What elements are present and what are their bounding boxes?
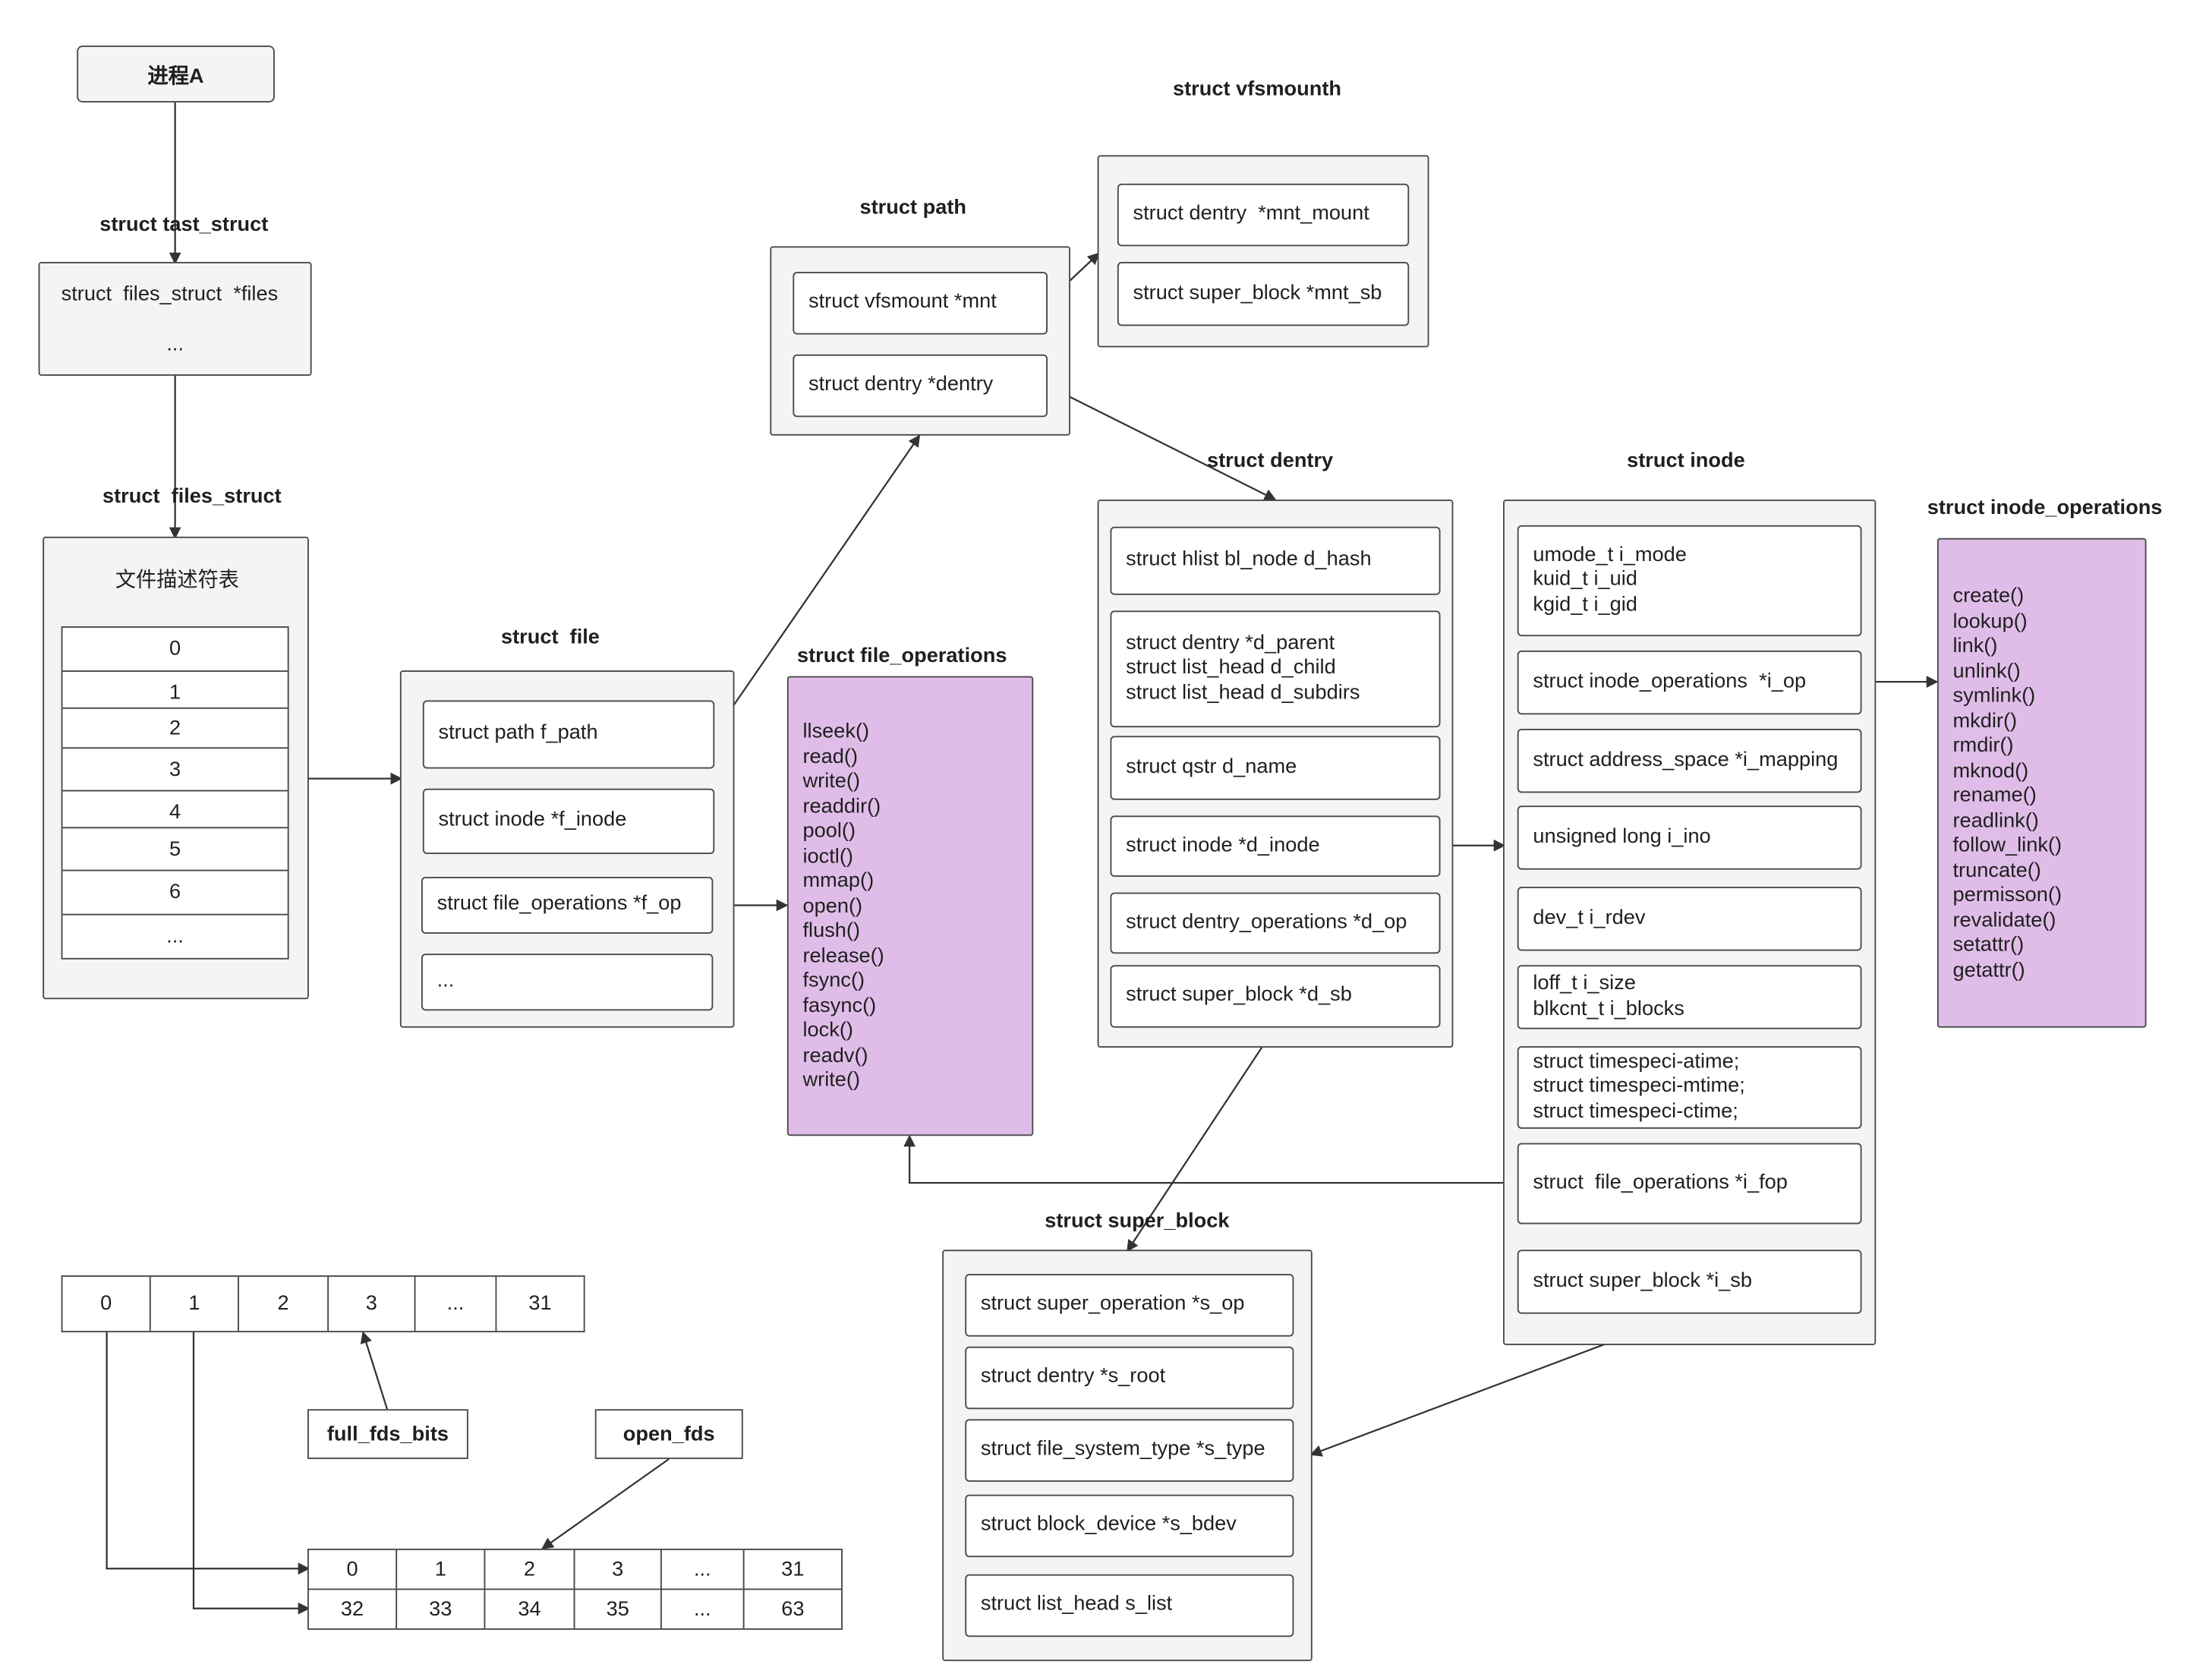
inode-field-size-blocks: loff_t i_size blkcnt_t i_blocks xyxy=(1517,965,1862,1029)
super-block-field-s-list: struct list_head s_list xyxy=(965,1574,1294,1637)
arrow-ifop-to-file-operations xyxy=(903,1134,1517,1184)
bitmap-top-cell: 2 xyxy=(238,1275,329,1332)
arrow-bit0-to-row0 xyxy=(106,1332,310,1575)
bitmap-bottom-cell: 32 xyxy=(307,1588,398,1630)
super-block-field-s-root: struct dentry *s_root xyxy=(965,1346,1294,1410)
fd-row: ... xyxy=(61,913,289,960)
file-field-f-path: struct path f_path xyxy=(422,700,715,769)
super-block-field-s-op: struct super_operation *s_op xyxy=(965,1274,1294,1337)
inode-field-i-rdev: dev_t i_rdev xyxy=(1517,887,1862,951)
path-title: struct path xyxy=(859,196,966,219)
process-a-label: 进程A xyxy=(147,65,204,88)
file-field-f-op: struct file_operations *f_op xyxy=(421,877,714,934)
fd-row: 4 xyxy=(61,790,289,829)
bitmap-bottom-cell: 31 xyxy=(742,1549,843,1590)
path-field-dentry: struct dentry *dentry xyxy=(793,354,1048,418)
path-field-mnt: struct vfsmount *mnt xyxy=(793,272,1048,335)
inode-field-timespecs: struct timespeci-atime; struct timespeci… xyxy=(1517,1046,1862,1129)
super-block-title: struct super_block xyxy=(1045,1209,1230,1233)
dentry-field-d-sb: struct super_block *d_sb xyxy=(1110,965,1441,1028)
arrow-open-fds-to-bit2 xyxy=(541,1458,670,1549)
fd-row: 6 xyxy=(61,869,289,916)
inode-field-mode-uid-gid: umode_t i_mode kuid_t i_uid kgid_t i_gid xyxy=(1517,525,1862,637)
bitmap-bottom-cell: 33 xyxy=(396,1588,486,1630)
bitmap-top-cell: ... xyxy=(414,1275,497,1332)
bitmap-bottom-cell: 3 xyxy=(573,1549,662,1590)
arrow-fpath-to-path xyxy=(714,434,921,734)
file-title: struct file xyxy=(501,626,600,649)
arrow-dsb-to-super-block xyxy=(1127,1029,1275,1253)
bitmap-bottom-cell: 1 xyxy=(396,1549,486,1590)
fd-row: 5 xyxy=(61,827,289,872)
inode-field-i-fop: struct file_operations *i_fop xyxy=(1517,1143,1862,1225)
inode-operations-box: create() lookup() link() unlink() symlin… xyxy=(1937,537,2147,1028)
fd-row: 3 xyxy=(61,747,289,792)
file-operations-title: struct file_operations xyxy=(797,645,1007,668)
vfsmount-field-mnt-mount: struct dentry *mnt_mount xyxy=(1117,183,1410,247)
inode-field-i-sb: struct super_block *i_sb xyxy=(1517,1250,1862,1314)
bitmap-bottom-cell: ... xyxy=(660,1588,745,1630)
task-field-more: ... xyxy=(166,333,184,356)
bitmap-bottom-cell: ... xyxy=(660,1549,745,1590)
bitmap-bottom-cell: 2 xyxy=(484,1549,575,1590)
inode-field-i-mapping: struct address_space *i_mapping xyxy=(1517,729,1862,793)
task-field-files: struct files_struct *files xyxy=(61,283,279,307)
bitmap-top-cell: 31 xyxy=(495,1275,585,1332)
dentry-field-d-hash: struct hlist bl_node d_hash xyxy=(1110,526,1441,595)
inode-field-i-op: struct inode_operations *i_op xyxy=(1517,650,1862,715)
bitmap-bottom-cell: 63 xyxy=(742,1588,843,1630)
bitmap-bottom-cell: 34 xyxy=(484,1588,575,1630)
inode-title: struct inode xyxy=(1627,449,1745,473)
inode-field-i-ino: unsigned long i_ino xyxy=(1517,805,1862,870)
file-field-f-inode: struct inode *f_inode xyxy=(422,788,715,854)
fd-row: 0 xyxy=(61,626,289,672)
fd-row: 1 xyxy=(61,670,289,709)
fd-table-caption: 文件描述符表 xyxy=(115,569,239,592)
dentry-field-d-op: struct dentry_operations *d_op xyxy=(1110,892,1441,954)
files-struct-title: struct files_struct xyxy=(102,485,282,509)
arrow-dentry-to-struct-dentry xyxy=(1047,385,1277,501)
bitmap-bottom-cell: 35 xyxy=(573,1588,662,1630)
inode-operations-title: struct inode_operations xyxy=(1927,496,2163,520)
vfsmount-field-mnt-sb: struct super_block *mnt_sb xyxy=(1117,262,1410,326)
open-fds-label: open_fds xyxy=(594,1409,743,1459)
dentry-field-d-inode: struct inode *d_inode xyxy=(1110,815,1441,877)
task-struct-title: struct tast_struct xyxy=(99,213,269,237)
dentry-title: struct dentry xyxy=(1207,449,1334,473)
arrow-full-fds-bits-to-bit3 xyxy=(360,1331,389,1410)
task-struct-box xyxy=(38,262,312,376)
fd-row: 2 xyxy=(61,707,289,749)
vfsmount-title: struct vfsmounth xyxy=(1173,78,1342,102)
super-block-field-s-type: struct file_system_type *s_type xyxy=(965,1419,1294,1482)
file-field-more: ... xyxy=(421,953,714,1011)
bitmap-bottom-cell: 0 xyxy=(307,1549,398,1590)
full-fds-bits-label: full_fds_bits xyxy=(307,1409,468,1459)
dentry-field-d-parent-group: struct dentry *d_parent struct list_head… xyxy=(1110,610,1441,728)
file-operations-box: llseek() read() write() readdir() pool()… xyxy=(786,676,1034,1136)
bitmap-top-cell: 1 xyxy=(149,1275,239,1332)
process-a-node: 进程A xyxy=(77,46,275,102)
bitmap-top-cell: 3 xyxy=(327,1275,416,1332)
super-block-field-s-bdev: struct block_device *s_bdev xyxy=(965,1494,1294,1558)
dentry-field-d-name: struct qstr d_name xyxy=(1110,736,1441,800)
bitmap-top-cell: 0 xyxy=(61,1275,151,1332)
arrow-bit1-to-row32 xyxy=(192,1332,310,1615)
